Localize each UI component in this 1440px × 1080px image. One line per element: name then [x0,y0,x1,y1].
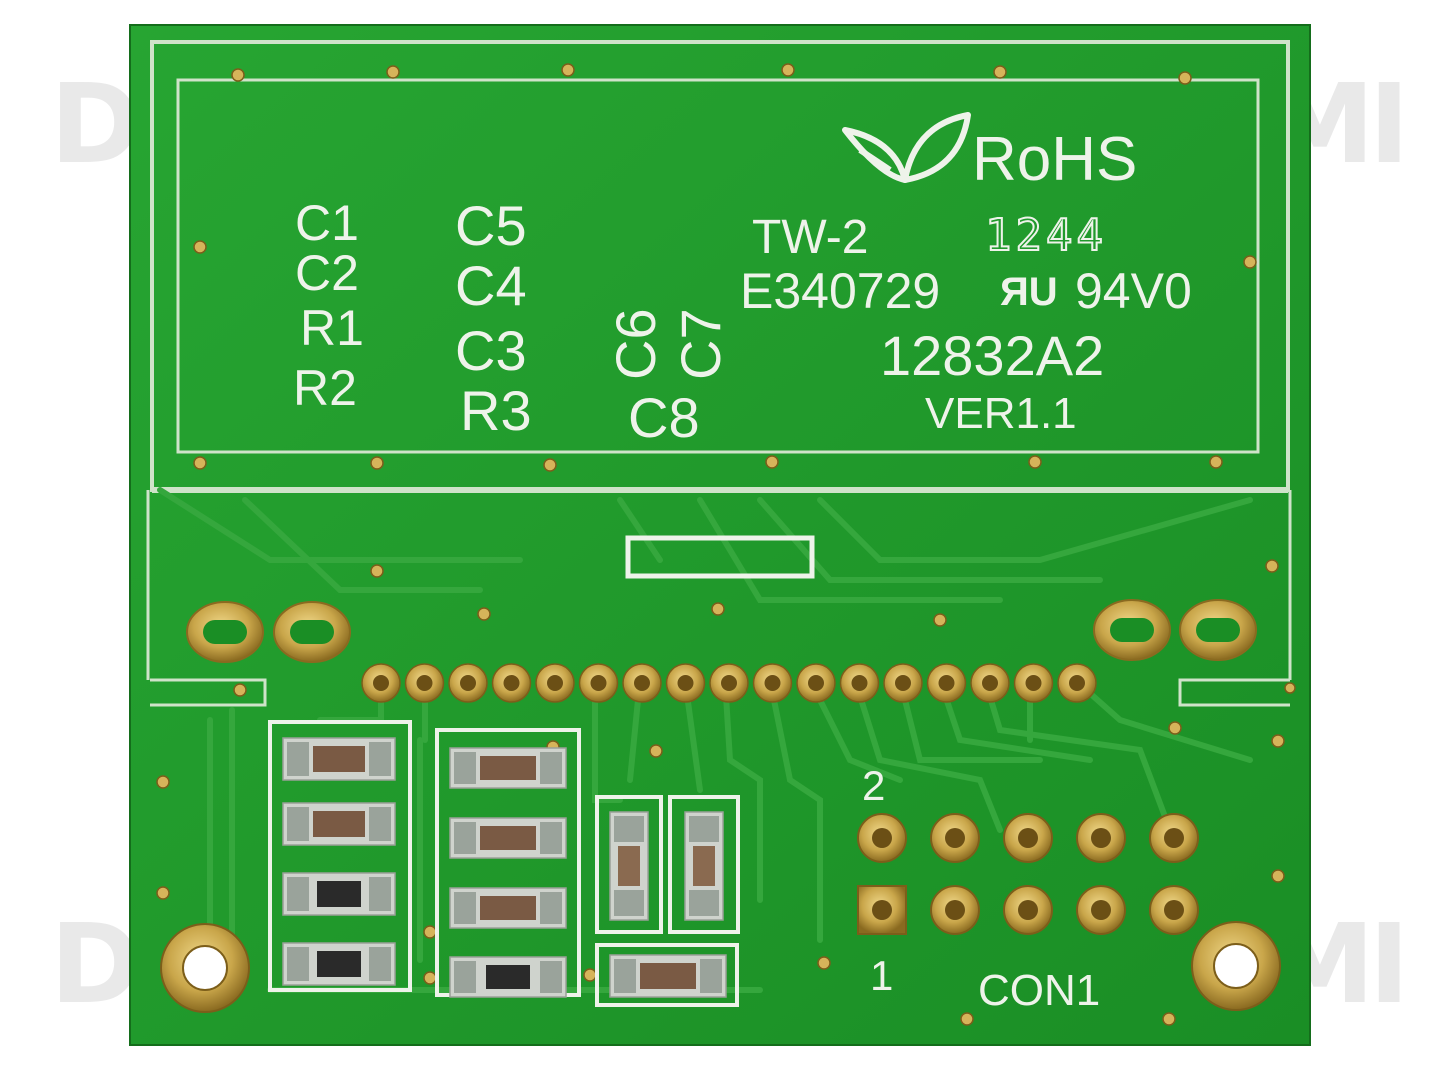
connector-pin [1003,813,1053,863]
lcd-frame-outline [150,40,1290,493]
label-rohs: RoHS [972,125,1137,194]
connector-pin [857,885,907,935]
header-pin [491,663,532,703]
header-pin [970,663,1010,703]
oval-pad [1093,599,1171,661]
header-pin [578,663,619,703]
silkscreen-labels: C1 C2 R1 R2 C5 C4 C3 R3 C6 C7 C8 RoHS TW… [293,112,1192,1015]
connector-pin [1076,813,1126,863]
vias [156,63,1296,1026]
connector-pin [930,813,980,863]
smd-component [282,942,396,986]
label-c8: C8 [628,386,700,449]
header-pin [361,663,401,703]
connector-pin [930,885,980,935]
header-pin [1013,663,1054,703]
header-pin [665,663,706,703]
con1-connector [857,813,1199,935]
label-c6: C6 [604,308,667,380]
lcd-pin-header [361,663,1097,703]
smd-component [609,954,727,998]
connector-pin [1076,885,1126,935]
connector-pin [857,813,907,863]
header-pin [535,663,575,703]
header-pin [839,663,880,703]
label-r3: R3 [460,379,532,442]
label-c7: C7 [669,308,732,380]
label-c2: C2 [295,245,359,301]
smd-component [282,737,396,781]
label-version: VER1.1 [925,389,1077,438]
connector-pin [1149,813,1199,863]
mounting-hole [160,923,250,1013]
label-c4: C4 [455,254,527,317]
header-pin [796,663,836,703]
label-c5: C5 [455,194,527,257]
label-flammability: 94V0 [1075,263,1192,319]
smd-component [449,887,567,929]
label-r1: R1 [300,300,364,356]
label-date-code: 1244 [985,210,1107,261]
header-pin [709,663,749,703]
label-pin1: 1 [870,952,893,999]
smd-group-left [268,720,412,992]
ul-mark-icon: ЯU [1000,270,1058,314]
label-pin2: 2 [862,762,885,809]
side-strips [146,490,1292,707]
header-pin [404,663,445,703]
header-pin [926,663,967,703]
header-pin [448,663,488,703]
smd-component [449,747,567,789]
smd-component [449,956,567,998]
smd-group-right [595,795,740,1007]
label-part-number: 12832A2 [880,324,1104,387]
oval-pad [1179,599,1257,661]
header-pin [1057,663,1097,703]
silk-rectangle [625,535,815,579]
label-r2: R2 [293,360,357,416]
rohs-leaf-icon [842,112,971,183]
connector-pin [1003,885,1053,935]
oval-pads [186,599,1257,663]
header-pin [752,663,793,703]
smd-group-middle [435,728,581,998]
header-pin [622,663,662,703]
label-c3: C3 [455,319,527,382]
oval-pad [186,601,264,663]
smd-component [684,811,724,921]
label-ul-number: E340729 [740,263,940,319]
header-pin [883,663,923,703]
smd-component [449,817,567,859]
connector-pin [1149,885,1199,935]
oval-pad [273,601,351,663]
label-c1: C1 [295,195,359,251]
smd-component [282,802,396,846]
mounting-hole [1191,921,1281,1011]
smd-component [609,811,649,921]
smd-component [282,872,396,916]
label-con1: CON1 [978,966,1100,1015]
label-tw: TW-2 [752,211,868,264]
